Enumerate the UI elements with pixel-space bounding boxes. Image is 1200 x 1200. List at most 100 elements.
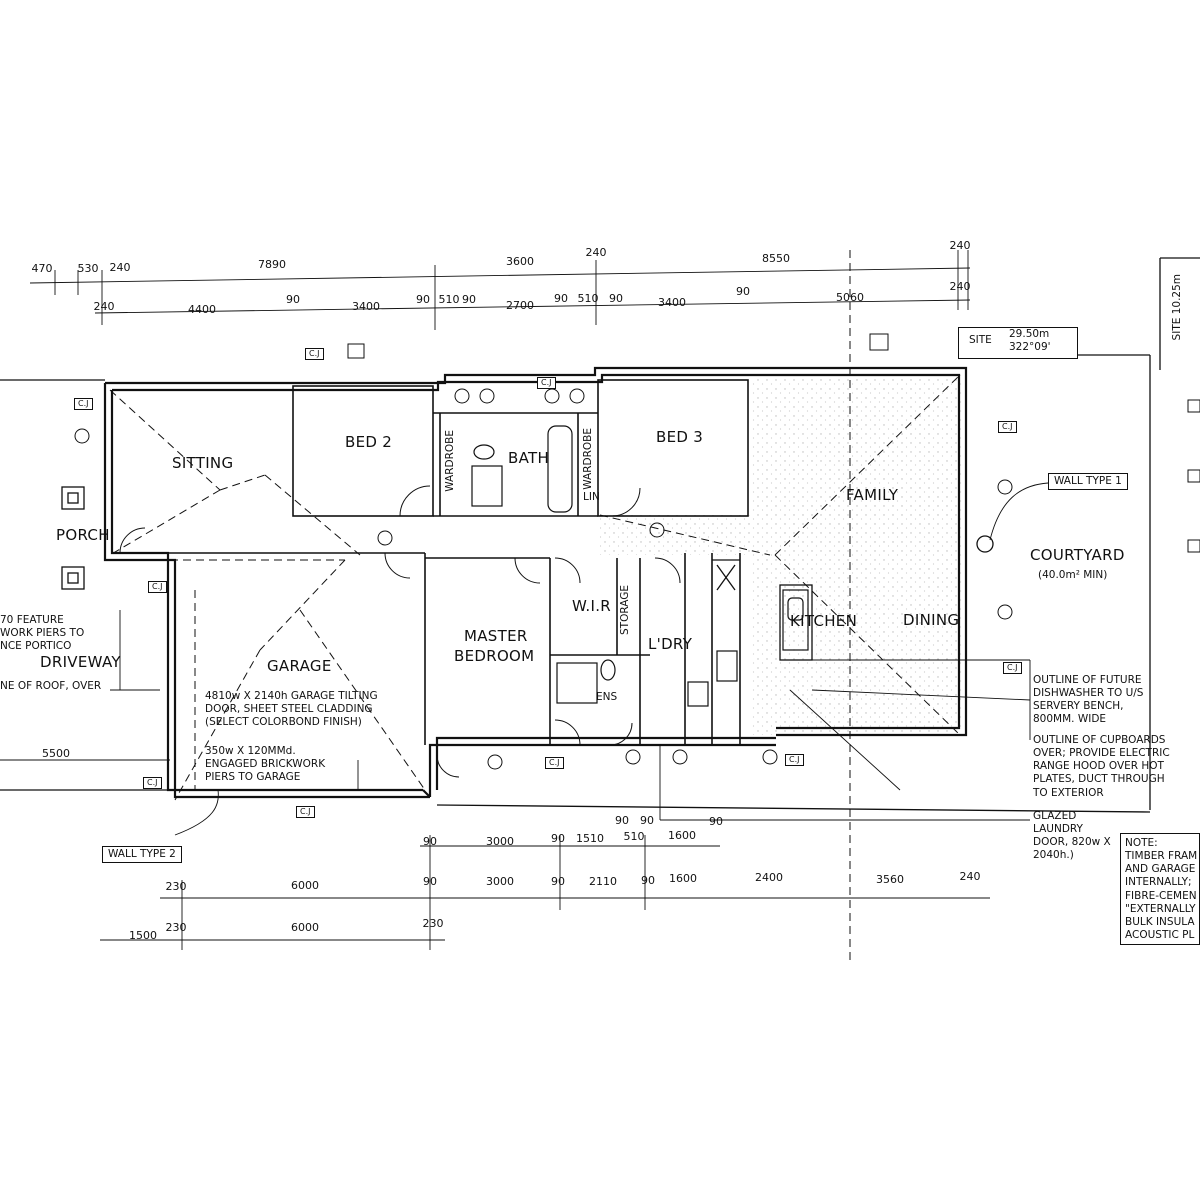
site-info-box: SITE 29.50m 322°09'	[958, 327, 1078, 359]
dimension-lines	[0, 250, 990, 950]
dim-label: 90	[286, 293, 300, 306]
dim-label: 6000	[291, 921, 319, 934]
dim-label: 1510	[576, 832, 604, 845]
linen-cupboard: LIN	[583, 491, 600, 503]
dim-label: 3600	[506, 255, 534, 268]
dim-label: 4400	[188, 303, 216, 316]
dim-label: 240	[959, 870, 981, 883]
dim-label: 5500	[42, 747, 70, 760]
dim-label: 90	[423, 875, 437, 888]
dim-label: 510	[438, 293, 460, 306]
dim-label: 90	[641, 874, 655, 887]
room-master-bedroom-line1: MASTER	[464, 627, 528, 645]
garage-door-note: 4810w X 2140h GARAGE TILTING DOOR, SHEET…	[205, 690, 378, 729]
room-bed-3: BED 3	[656, 428, 704, 446]
dim-label: 470	[31, 262, 53, 275]
room-bed-2: BED 2	[345, 433, 393, 451]
symbol-markers	[74, 333, 1200, 770]
cj-marker: C.J	[305, 348, 324, 361]
dim-label: 230	[165, 880, 187, 893]
wardrobe-bed2: WARDROBE	[444, 430, 456, 492]
cj-marker: C.J	[74, 398, 93, 411]
dim-label: 2400	[755, 871, 783, 884]
internal-walls	[112, 379, 749, 745]
room-dining: DINING	[903, 611, 960, 629]
dim-label: 90	[609, 292, 623, 305]
room-wir: W.I.R	[572, 597, 611, 615]
dim-label: 240	[109, 261, 131, 274]
dim-label: 230	[422, 917, 444, 930]
dim-label: 3560	[876, 873, 904, 886]
room-sitting: SITTING	[172, 454, 234, 472]
dim-label: 2700	[506, 299, 534, 312]
site-bearing: 322°09'	[1009, 341, 1051, 353]
cj-marker: C.J	[545, 757, 564, 770]
dim-label: 240	[949, 239, 971, 252]
dim-label: 90	[554, 292, 568, 305]
cupboards-note: OUTLINE OF CUPBOARDS OVER; PROVIDE ELECT…	[1033, 734, 1170, 799]
driveway-label: DRIVEWAY	[40, 653, 121, 671]
room-bath: BATH	[508, 449, 550, 467]
dim-label: 3400	[658, 296, 686, 309]
dishwasher-note: OUTLINE OF FUTURE DISHWASHER TO U/S SERV…	[1033, 674, 1144, 726]
wardrobe-bed3: WARDROBE	[582, 428, 594, 490]
room-kitchen: KITCHEN	[790, 612, 858, 630]
dim-label: 240	[93, 300, 115, 313]
cj-marker: C.J	[1003, 662, 1022, 675]
general-note-box: NOTE: TIMBER FRAM AND GARAGE INTERNALLY;…	[1120, 833, 1200, 945]
cj-marker: C.J	[143, 777, 162, 790]
site-width: SITE 10.25m	[1171, 274, 1183, 341]
wall-type-2-tag: WALL TYPE 2	[102, 846, 182, 864]
dim-label: 90	[640, 814, 654, 827]
room-courtyard: COURTYARD	[1030, 546, 1125, 564]
tiled-floor-area-hall	[600, 515, 750, 555]
dim-label: 1600	[668, 829, 696, 842]
dim-label: 230	[165, 921, 187, 934]
dim-label: 530	[77, 262, 99, 275]
dim-label: 90	[615, 814, 629, 827]
dim-label: 7890	[258, 258, 286, 271]
door-swings	[119, 485, 681, 778]
dim-label: 2110	[589, 875, 617, 888]
laundry-door-note: GLAZED LAUNDRY DOOR, 820w X 2040h.)	[1033, 810, 1111, 862]
dim-label: 3400	[352, 300, 380, 313]
brick-piers-note: 350w X 120MMd. ENGAGED BRICKWORK PIERS T…	[205, 745, 326, 784]
roof-note: NE OF ROOF, OVER	[0, 680, 102, 692]
bath-fixtures	[471, 425, 809, 707]
room-family: FAMILY	[846, 486, 899, 504]
dim-label: 90	[423, 835, 437, 848]
feature-piers-note: 70 FEATURE WORK PIERS TO NCE PORTICO	[0, 614, 85, 653]
cj-marker: C.J	[148, 581, 167, 594]
room-storage: STORAGE	[619, 585, 631, 635]
dim-label: 5060	[836, 291, 864, 304]
dim-label: 240	[949, 280, 971, 293]
dim-label: 90	[736, 285, 750, 298]
cj-marker: C.J	[537, 377, 556, 390]
roof-outline	[109, 250, 961, 960]
porch-pillars	[61, 486, 994, 590]
dim-label: 240	[585, 246, 607, 259]
cj-marker: C.J	[785, 754, 804, 767]
dim-label: 90	[551, 875, 565, 888]
cj-marker: C.J	[296, 806, 315, 819]
dim-label: 510	[577, 292, 599, 305]
room-master-bedroom-line2: BEDROOM	[454, 647, 535, 665]
dim-label: 90	[551, 832, 565, 845]
courtyard-area: (40.0m² MIN)	[1038, 569, 1108, 581]
room-laundry: L'DRY	[648, 635, 693, 653]
dim-label: 6000	[291, 879, 319, 892]
site-label: SITE	[969, 334, 992, 346]
site-length: 29.50m	[1009, 328, 1050, 340]
wall-type-1-tag: WALL TYPE 1	[1048, 473, 1128, 491]
tiled-floor-area	[750, 375, 962, 735]
leader-lines	[110, 482, 1049, 836]
dim-label: 510	[623, 830, 645, 843]
dim-label: 90	[416, 293, 430, 306]
cj-marker: C.J	[998, 421, 1017, 434]
dim-label: 8550	[762, 252, 790, 265]
dim-label: 1500	[129, 929, 157, 942]
dim-label: 3000	[486, 835, 514, 848]
dim-label: 3000	[486, 875, 514, 888]
dim-label: 1600	[669, 872, 697, 885]
